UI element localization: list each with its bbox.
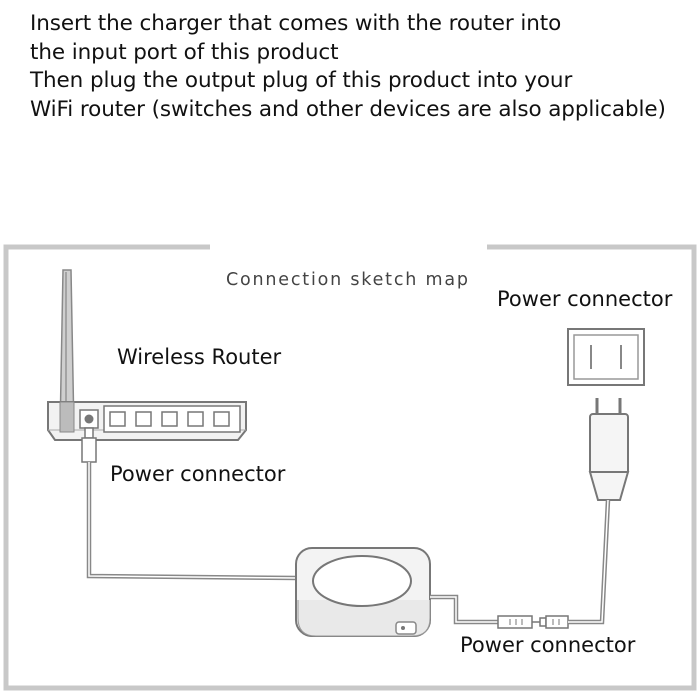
diagram-title: Connection sketch map	[226, 270, 470, 290]
ups-device-icon	[295, 547, 431, 637]
instruction-line-4: WiFi router (switches and other devices …	[30, 96, 666, 122]
instruction-line-2: the input port of this product	[30, 39, 339, 65]
bottom-power-connector-label: Power connector	[460, 633, 636, 657]
dc-connector-female-icon	[539, 615, 569, 629]
dc-connector-male-icon	[497, 615, 540, 629]
instructions-text: Insert the charger that comes with the r…	[30, 10, 690, 124]
instruction-line-3: Then plug the output plug of this produc…	[30, 68, 573, 93]
wall-power-connector-label: Power connector	[497, 287, 673, 311]
router-label: Wireless Router	[117, 345, 282, 369]
wireless-router-icon	[47, 269, 247, 441]
instruction-line-1: Insert the charger that comes with the r…	[30, 11, 562, 36]
diagram-frame	[3, 244, 697, 691]
power-adapter-icon	[588, 398, 630, 501]
adapter-cable	[568, 499, 611, 625]
wall-socket-icon	[567, 328, 645, 386]
router-power-connector-label: Power connector	[110, 462, 286, 486]
output-cable	[430, 594, 498, 625]
